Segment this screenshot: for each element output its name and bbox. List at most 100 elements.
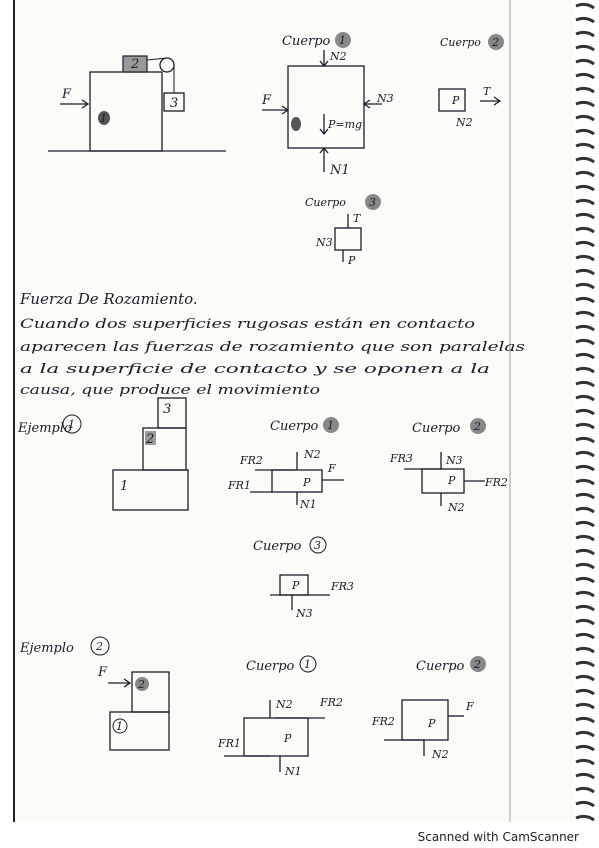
ex1-fbd3-title: Cuerpo: [253, 539, 302, 554]
spiral-ring: [575, 240, 595, 248]
spiral-ring: [575, 492, 595, 500]
fbd2-number-marker: [488, 34, 504, 50]
block-2: [122, 55, 148, 73]
spiral-ring: [575, 212, 595, 220]
fbd1-number: 1: [339, 34, 346, 47]
friction-heading: Fuerza De Rozamiento.: [19, 290, 198, 308]
spiral-ring: [575, 366, 595, 374]
ex2-block-2-marker: [135, 677, 149, 691]
ex2-fbd1-P: P: [283, 732, 292, 745]
spiral-ring: [575, 156, 595, 164]
spiral-ring: [575, 548, 595, 556]
spiral-ring: [575, 786, 595, 794]
spiral-ring: [575, 702, 595, 710]
ex2-fbd2-N2: N2: [431, 748, 449, 761]
spiral-ring: [575, 506, 595, 514]
friction-definition: Fuerza De Rozamiento. Cuando dos superfi…: [19, 290, 525, 398]
spiral-ring: [575, 310, 595, 318]
spiral-ring: [575, 450, 595, 458]
spiral-ring: [575, 72, 595, 80]
fbd1-N3-label: N3: [376, 92, 394, 105]
spiral-binding: [575, 2, 595, 822]
ex1-label: Ejemplo: [17, 421, 72, 436]
block-1-marker: [98, 111, 110, 125]
ex1-block-3-label: 3: [163, 402, 171, 417]
ex2-fbd2-title: Cuerpo: [416, 659, 465, 674]
fbd1-marker: [291, 117, 301, 131]
ex2-label: Ejemplo: [19, 641, 74, 656]
friction-line-1: Cuando dos superficies rugosas están en …: [20, 317, 475, 332]
friction-line-2: aparecen las fuerzas de rozamiento que s…: [20, 340, 525, 355]
ex1-fbd1-number: 1: [327, 419, 334, 432]
scanner-watermark: Scanned with CamScanner: [417, 830, 579, 844]
ex1-fbd2-N2: N2: [447, 501, 465, 514]
ex1-number-circle: [62, 414, 82, 434]
fbd3-number-marker: [365, 194, 381, 210]
ex1-fbd2-title: Cuerpo: [412, 421, 461, 436]
ex2-fbd2-P: P: [427, 717, 436, 730]
ex2-fbd2-number: 2: [473, 658, 481, 671]
spiral-ring: [575, 814, 595, 822]
fbd-body-3: Cuerpo 3 T N3 P: [305, 194, 381, 267]
fbd2-number: 2: [491, 36, 499, 49]
ex1-number: 1: [68, 418, 75, 431]
ex1-fbd1-F: F: [327, 462, 336, 475]
fbd1-N1-label: N1: [329, 163, 350, 178]
example-2: Ejemplo 2 F 2 1 Cuerpo 1 N2 FR2 FR1 P N1…: [19, 636, 486, 778]
spiral-ring: [575, 632, 595, 640]
ex2-block-1-circle: [112, 718, 128, 734]
ex1-block-2-label: 2: [145, 432, 154, 447]
ex1-block-1-label: 1: [120, 479, 128, 494]
block-3: [163, 92, 185, 112]
spiral-ring: [575, 352, 595, 360]
friction-line-3: a la superficie de contacto y se oponen …: [20, 362, 490, 377]
force-F-arrowhead: [81, 99, 90, 109]
ex2-fbd1-FR1: FR1: [217, 737, 241, 750]
ex1-block-2-marker: [145, 431, 156, 445]
spiral-ring: [575, 296, 595, 304]
spiral-ring: [575, 2, 595, 10]
ex2-fbd2-number-marker: [470, 656, 486, 672]
spiral-ring: [575, 590, 595, 598]
ex1-fbd2-P: P: [447, 474, 456, 487]
spiral-ring: [575, 114, 595, 122]
spiral-ring: [575, 758, 595, 766]
fbd3-number: 3: [369, 196, 376, 209]
spiral-ring: [575, 226, 595, 234]
ex1-fbd1-FR1: FR1: [227, 479, 251, 492]
ex1-fbd2-FR3: FR3: [389, 452, 413, 465]
spiral-ring: [575, 674, 595, 682]
fbd1-N2-label: N2: [329, 50, 347, 63]
spiral-ring: [575, 58, 595, 66]
example-1: Ejemplo 1 1 2 3 Cuerpo 1 N2 FR2 F FR1 P …: [17, 397, 508, 620]
friction-line-4: causa, que produce el movimiento: [20, 383, 320, 398]
ex2-fbd1-N1: N1: [284, 765, 302, 778]
ex2-fbd1-title: Cuerpo: [246, 659, 295, 674]
block-2-label: 2: [130, 57, 139, 72]
fbd3-title: Cuerpo: [305, 196, 346, 209]
spiral-ring: [575, 16, 595, 24]
spiral-ring: [575, 30, 595, 38]
spiral-ring: [575, 184, 595, 192]
ex1-fbd2-number: 2: [473, 420, 481, 433]
ex2-number-circle: [90, 636, 110, 656]
ex2-block-1-label: 1: [116, 720, 123, 733]
spiral-ring: [575, 464, 595, 472]
fbd-body-1: Cuerpo 1 N2 F N3 P=mg N1: [261, 32, 394, 178]
spiral-ring: [575, 268, 595, 276]
spiral-ring: [575, 282, 595, 290]
spiral-ring: [575, 254, 595, 262]
fbd1-P-label: P=mg: [327, 118, 362, 131]
spiral-ring: [575, 394, 595, 402]
spiral-ring: [575, 730, 595, 738]
fbd1-F-label: F: [261, 93, 272, 108]
spiral-ring: [575, 800, 595, 808]
ex1-fbd1-number-marker: [323, 417, 339, 433]
spiral-ring: [575, 128, 595, 136]
ex1-block-3: [157, 397, 187, 429]
ex1-fbd1-N1: N1: [299, 498, 317, 511]
ex2-block-1: [109, 711, 170, 751]
notebook-page: [14, 0, 574, 822]
spiral-ring: [575, 86, 595, 94]
